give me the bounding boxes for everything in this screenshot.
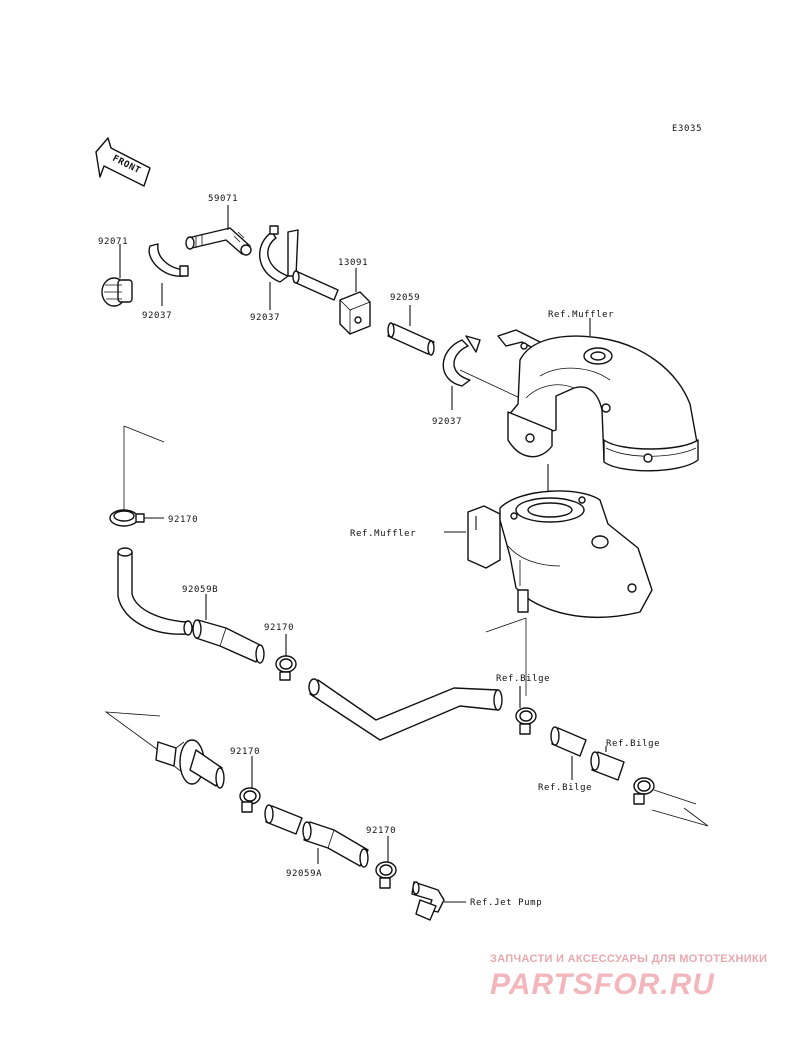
part-fitting-pickup — [104, 711, 225, 789]
label-ref-bilge-c: Ref.Bilge — [538, 783, 592, 793]
watermark-tagline: ЗАПЧАСТИ И АКСЕССУАРЫ ДЛЯ МОТОТЕХНИКИ — [490, 953, 767, 965]
label-92071: 92071 — [98, 237, 128, 247]
label-92037-right: 92037 — [432, 417, 462, 427]
part-92170-clamp-c — [239, 756, 261, 813]
diagram-code: E3035 — [672, 124, 702, 134]
part-13091-block — [292, 268, 371, 335]
part-jet-pump-fitting — [411, 881, 466, 921]
part-92037-clamp-middle — [259, 225, 299, 310]
part-92170-clamp-a — [109, 509, 164, 527]
label-92037-middle: 92037 — [250, 313, 280, 323]
part-92170-clamp-d — [375, 836, 397, 889]
part-92059A-hose — [264, 804, 369, 868]
muffler-body — [467, 490, 653, 619]
label-92059A: 92059A — [286, 869, 322, 879]
part-92037-clamp-left — [148, 243, 189, 306]
part-92059B-hose — [117, 547, 265, 664]
watermark-brand: PARTSFOR.RU — [490, 968, 715, 1001]
label-92170-b: 92170 — [264, 623, 294, 633]
watermark: ЗАПЧАСТИ И АКСЕССУАРЫ ДЛЯ МОТОТЕХНИКИ PA… — [490, 953, 767, 1001]
label-92170-d: 92170 — [366, 826, 396, 836]
muffler-elbow — [497, 329, 699, 496]
label-92037-left: 92037 — [142, 311, 172, 321]
part-92071-plug — [101, 244, 133, 307]
label-13091: 13091 — [338, 258, 368, 268]
part-59071-pipe — [185, 205, 252, 256]
part-long-hose — [308, 678, 503, 741]
part-92170-clamp-bilge — [515, 686, 537, 735]
label-ref-bilge-b: Ref.Bilge — [606, 739, 660, 749]
label-59071: 59071 — [208, 194, 238, 204]
label-92170-a: 92170 — [168, 515, 198, 525]
label-ref-muffler-mid: Ref.Muffler — [350, 529, 416, 539]
label-92170-c: 92170 — [230, 747, 260, 757]
label-ref-jet-pump: Ref.Jet Pump — [470, 898, 542, 908]
part-92037-clamp-right — [442, 335, 521, 410]
label-92059B: 92059B — [182, 585, 218, 595]
part-92170-clamp-right — [633, 777, 709, 827]
label-92059: 92059 — [390, 293, 420, 303]
label-ref-muffler-top: Ref.Muffler — [548, 310, 614, 320]
part-92170-clamp-b — [275, 634, 297, 681]
part-92059-tube — [387, 305, 435, 356]
part-bilge-hose-short — [550, 726, 625, 781]
label-ref-bilge-a: Ref.Bilge — [496, 674, 550, 684]
front-arrow-icon: FRONT — [95, 137, 151, 187]
